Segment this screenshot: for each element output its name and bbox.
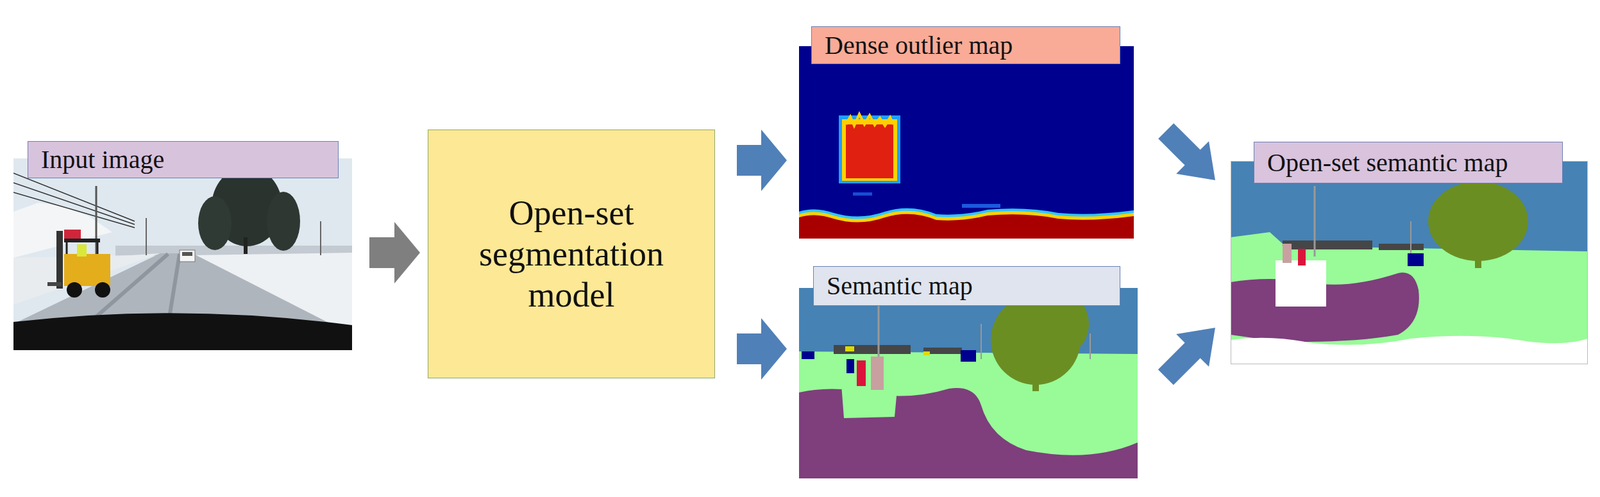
input-photo-shape bbox=[243, 237, 248, 254]
input-photo-shape bbox=[94, 282, 111, 298]
outlier-heatmap-shape bbox=[845, 114, 894, 126]
outlier-heatmap-shape bbox=[799, 214, 1134, 239]
outlier-heatmap-shape bbox=[852, 192, 873, 196]
semantic-segmentation bbox=[799, 287, 1138, 479]
open-set-segmentation-shape bbox=[1230, 336, 1588, 365]
outlier-heatmap-shape bbox=[961, 203, 1001, 208]
input-photo-shape bbox=[13, 182, 135, 225]
input-photo-shape bbox=[56, 230, 63, 289]
image-panel: Semantic map bbox=[799, 287, 1138, 479]
input-photo-shape bbox=[320, 221, 322, 256]
semantic-segmentation-shape bbox=[923, 351, 930, 356]
semantic-segmentation-shape bbox=[799, 287, 1138, 479]
input-photo-shape bbox=[66, 282, 83, 298]
outlier-heatmap-shape bbox=[799, 46, 1134, 239]
panel-title: Dense outlier map bbox=[824, 30, 1013, 61]
semantic-segmentation-shape bbox=[1089, 333, 1091, 360]
open-set-segmentation-shape bbox=[1378, 243, 1424, 251]
open-set-segmentation-shape bbox=[1282, 240, 1373, 250]
input-photo-shape bbox=[96, 242, 99, 256]
open-set-segmentation bbox=[1230, 160, 1588, 365]
input-photo-shape bbox=[145, 218, 147, 256]
semantic-segmentation-shape bbox=[801, 351, 815, 360]
open-set-segmentation-shape bbox=[1297, 248, 1306, 266]
open-set-segmentation-shape bbox=[1275, 260, 1327, 307]
open-set-segmentation-shape bbox=[1231, 161, 1588, 365]
open-set-segmentation-shape bbox=[1282, 243, 1292, 263]
input-photo-shape bbox=[198, 196, 232, 251]
input-photo-shape bbox=[66, 242, 68, 256]
outlier-heatmap-shape bbox=[845, 124, 894, 179]
input-photo-shape bbox=[64, 229, 81, 239]
block-arrow bbox=[736, 318, 787, 380]
heading-tag: Semantic map bbox=[813, 266, 1121, 306]
input-photo-shape bbox=[179, 250, 195, 262]
input-photo-shape bbox=[64, 253, 111, 287]
panel-title: Input image bbox=[41, 144, 165, 175]
input-photo-shape bbox=[76, 244, 87, 257]
block-arrow bbox=[1158, 327, 1216, 385]
process-box: Open-set segmentation model bbox=[427, 129, 716, 379]
block-arrow bbox=[1158, 123, 1216, 181]
semantic-segmentation-shape bbox=[845, 346, 855, 352]
block-arrow bbox=[736, 129, 787, 192]
input-photo-shape bbox=[266, 191, 301, 251]
model-label: Open-set segmentation model bbox=[465, 192, 678, 316]
image-panel: Input image bbox=[13, 158, 353, 351]
outlier-heatmap bbox=[799, 46, 1134, 239]
semantic-segmentation-shape bbox=[799, 351, 1138, 479]
semantic-segmentation-shape bbox=[980, 323, 982, 360]
input-photo-shape bbox=[13, 312, 353, 351]
input-photo-shape bbox=[47, 282, 62, 287]
panel-title: Open-set semantic map bbox=[1267, 148, 1508, 178]
input-photo-shape bbox=[13, 158, 353, 351]
outlier-heatmap-shape bbox=[842, 119, 898, 181]
outlier-heatmap-shape bbox=[799, 208, 1134, 239]
outlier-heatmap-shape bbox=[799, 210, 1134, 239]
image-panel: Open-set semantic map bbox=[1230, 160, 1588, 365]
semantic-segmentation-shape bbox=[841, 382, 898, 419]
semantic-segmentation-shape bbox=[846, 359, 855, 374]
open-set-segmentation-shape bbox=[1313, 185, 1316, 257]
open-set-segmentation-shape bbox=[1230, 232, 1283, 276]
semantic-segmentation-shape bbox=[856, 360, 866, 387]
semantic-segmentation-shape bbox=[1032, 378, 1039, 392]
semantic-segmentation-shape bbox=[960, 350, 977, 362]
open-set-segmentation-shape bbox=[1407, 253, 1424, 267]
input-photo-shape bbox=[95, 185, 98, 257]
open-set-segmentation-shape bbox=[1410, 221, 1412, 254]
heading-tag: Open-set semantic map bbox=[1253, 141, 1563, 184]
input-photo-shape bbox=[13, 253, 353, 351]
open-set-segmentation-shape bbox=[1474, 256, 1482, 269]
input-photo bbox=[13, 158, 353, 351]
input-photo-shape bbox=[13, 192, 135, 228]
panel-title: Semantic map bbox=[826, 271, 973, 301]
heading-tag: Input image bbox=[27, 141, 339, 179]
outlier-heatmap-shape bbox=[838, 115, 901, 184]
open-set-segmentation-shape bbox=[1230, 160, 1588, 365]
input-photo-shape bbox=[64, 238, 101, 243]
semantic-segmentation-shape bbox=[833, 345, 911, 354]
input-photo-shape bbox=[182, 252, 193, 256]
heading-tag: Dense outlier map bbox=[811, 26, 1121, 65]
block-arrow bbox=[369, 221, 421, 284]
semantic-segmentation-shape bbox=[870, 356, 884, 390]
image-panel: Dense outlier map bbox=[799, 46, 1134, 239]
open-set-segmentation-shape bbox=[1428, 181, 1529, 262]
